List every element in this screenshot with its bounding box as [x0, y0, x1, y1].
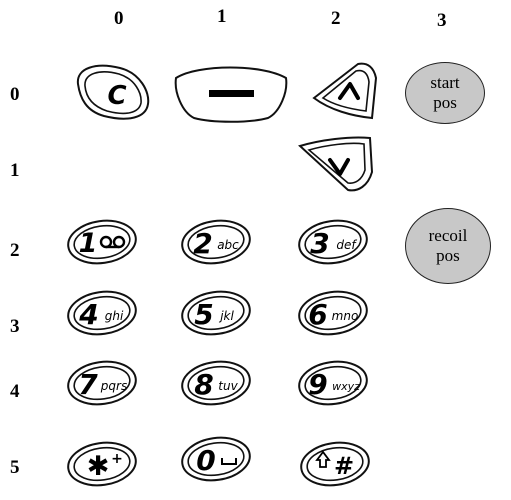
clear-key[interactable]: C	[76, 64, 150, 120]
up-arrow-key[interactable]	[312, 62, 378, 120]
svg-text:def: def	[336, 238, 357, 252]
column-label-3: 3	[437, 10, 447, 31]
start-pos-marker: start pos	[405, 62, 485, 124]
key-8[interactable]: 8 tuv	[179, 357, 252, 408]
svg-text:tuv: tuv	[218, 379, 238, 393]
key-4[interactable]: 4 ghi	[65, 287, 138, 338]
svg-text:5: 5	[194, 298, 213, 331]
column-label-0: 0	[114, 8, 124, 29]
key-1[interactable]: 1	[65, 216, 138, 267]
voicemail-icon	[99, 235, 126, 249]
svg-text:ghi: ghi	[105, 309, 124, 323]
space-icon	[221, 458, 237, 465]
svg-text:+: +	[111, 451, 123, 467]
svg-text:1: 1	[79, 228, 98, 259]
row-label-5: 5	[10, 457, 20, 478]
svg-text:7: 7	[78, 368, 98, 401]
shift-arrow-icon	[315, 450, 331, 468]
star-key[interactable]: ✱ +	[65, 438, 138, 489]
key-9[interactable]: 9 wxyz	[296, 357, 369, 408]
key-3[interactable]: 3 def	[296, 216, 369, 267]
svg-text:abc: abc	[217, 238, 239, 252]
row-label-2: 2	[10, 240, 20, 261]
svg-text:pqrs: pqrs	[100, 379, 127, 393]
svg-text:8: 8	[194, 368, 213, 401]
down-arrow-key[interactable]	[298, 136, 374, 192]
row-label-0: 0	[10, 84, 20, 105]
recoil-pos-line1: recoil	[428, 226, 468, 245]
svg-text:0: 0	[196, 444, 215, 477]
svg-text:9: 9	[308, 368, 327, 401]
column-label-1: 1	[217, 6, 227, 27]
key-6[interactable]: 6 mno	[296, 287, 369, 338]
svg-text:2: 2	[193, 227, 212, 260]
key-7[interactable]: 7 pqrs	[65, 357, 138, 408]
start-pos-line1: start	[430, 73, 460, 92]
svg-text:3: 3	[310, 227, 329, 260]
hash-key[interactable]: #	[298, 438, 371, 489]
dash-icon	[209, 90, 254, 97]
svg-text:mno: mno	[332, 309, 359, 323]
down-chevron-icon	[328, 158, 350, 176]
recoil-pos-line2: pos	[436, 246, 460, 265]
svg-text:wxyz: wxyz	[332, 380, 360, 393]
column-label-2: 2	[331, 8, 341, 29]
key-2[interactable]: 2 abc	[179, 216, 252, 267]
clear-key-label: C	[107, 81, 126, 111]
svg-text:#: #	[334, 452, 354, 480]
start-pos-line2: pos	[433, 93, 457, 112]
key-5[interactable]: 5 jkl	[179, 287, 252, 338]
row-label-1: 1	[10, 160, 20, 181]
svg-text:jkl: jkl	[218, 309, 234, 323]
key-0[interactable]: 0	[179, 433, 252, 484]
row-label-3: 3	[10, 316, 20, 337]
soft-key[interactable]	[174, 66, 288, 123]
up-chevron-icon	[338, 82, 360, 100]
svg-text:6: 6	[308, 298, 327, 331]
svg-text:4: 4	[78, 298, 98, 331]
row-label-4: 4	[10, 381, 20, 402]
recoil-pos-marker: recoil pos	[405, 208, 491, 284]
asterisk-icon: ✱	[87, 451, 110, 482]
